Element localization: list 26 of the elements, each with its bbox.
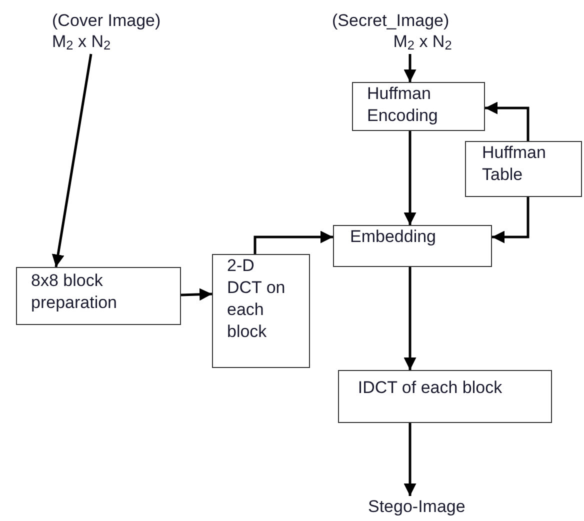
process-box — [352, 82, 485, 131]
arrow — [404, 131, 416, 225]
process-box — [333, 225, 492, 267]
arrow — [485, 102, 530, 141]
arrow — [492, 197, 530, 244]
arrow — [180, 288, 212, 301]
box-label: 8x8 block preparation — [31, 270, 118, 314]
box-label: IDCT of each block — [356, 377, 504, 399]
process-box — [338, 370, 552, 423]
box-label: 2-D DCT on each block — [227, 255, 286, 343]
box-label: Huffman Table — [482, 142, 547, 186]
arrow — [404, 54, 416, 82]
image-label: (Secret_Image) — [332, 10, 450, 31]
dimension-label: M$_{2}$ x N$_{2}$ — [393, 31, 452, 55]
process-box — [16, 267, 181, 325]
arrow — [404, 423, 416, 496]
arrow — [254, 230, 333, 254]
process-box — [465, 141, 582, 197]
box-label: Huffman Encoding — [367, 83, 439, 127]
box-label: Embedding — [350, 226, 436, 248]
process-box — [212, 254, 310, 368]
image-label: (Cover Image) — [52, 10, 161, 31]
output-label: Stego-Image — [368, 496, 520, 520]
arrow — [52, 54, 92, 268]
dimension-label: M$_{2}$ x N$_{2}$ — [52, 31, 111, 55]
arrow — [404, 267, 416, 370]
